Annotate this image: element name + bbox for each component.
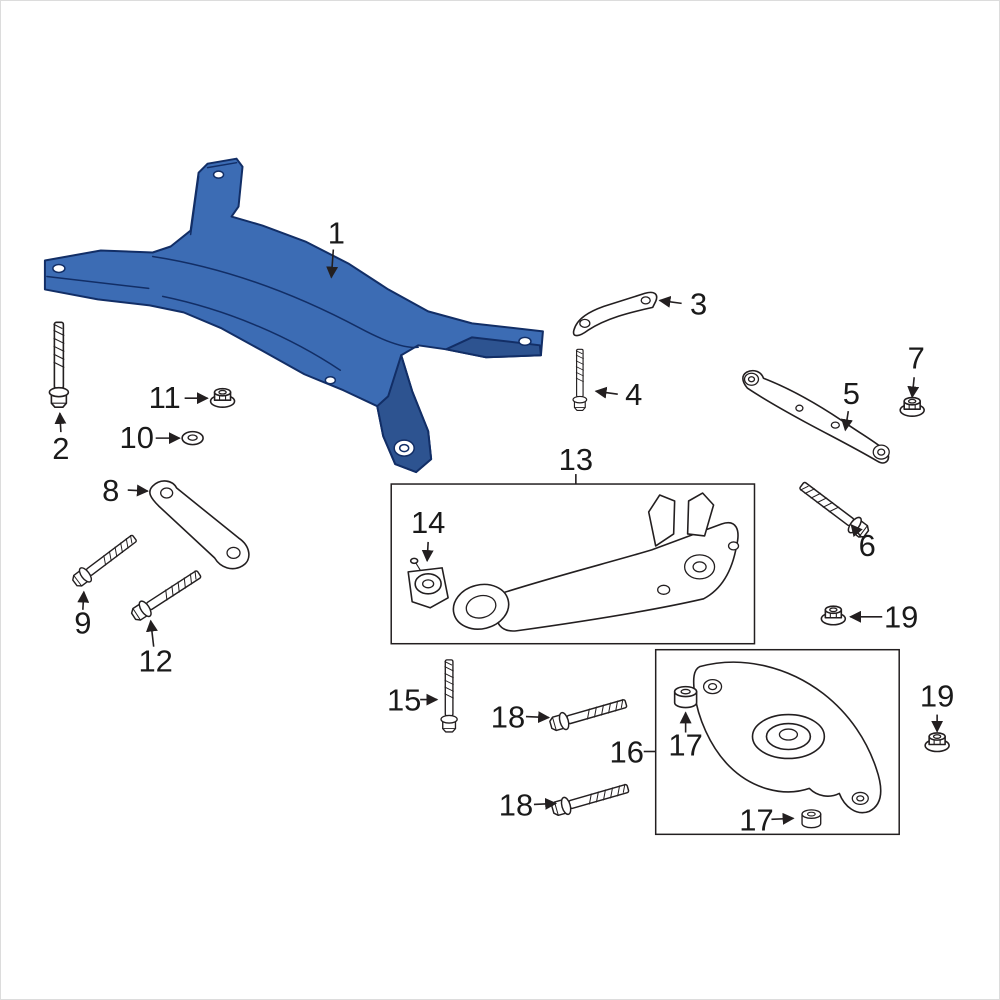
callout-12: 12 [138,644,172,679]
nut-7 [899,396,925,417]
callout-3: 3 [690,286,707,321]
nut-11 [209,387,236,408]
callout-9: 9 [74,606,91,641]
leader-18-lower [533,797,558,810]
bolt-18-lower [549,779,632,819]
bolt-18-upper [547,694,630,734]
callout-18-upper: 18 [491,700,525,735]
bushing-14 [407,557,449,609]
subframe-bracket-fold [189,161,238,236]
link-arm-8 [149,480,250,570]
bolt-15 [440,659,458,733]
strap-3 [572,291,658,337]
subframe-top-rail-line [151,255,419,349]
leader-18-upper [525,711,551,724]
subframe-hole-center [324,375,337,385]
bolt-2 [48,321,70,408]
callout-11: 11 [149,380,181,415]
subframe-hole-left [52,263,66,274]
callout-labels: 1 2 3 4 5 6 7 8 9 10 11 12 13 14 15 16 1… [52,216,954,838]
leader-7 [907,377,920,399]
leader-2 [54,411,67,433]
leader-14 [421,541,434,563]
nut-19-right [820,605,847,626]
callout-19-right: 19 [884,600,918,635]
callout-5: 5 [843,376,860,411]
leader-12 [145,619,158,647]
callout-19-bottom: 19 [920,679,954,714]
leader-lines [54,249,944,825]
callout-10: 10 [120,420,154,455]
bolt-4 [572,348,588,411]
callout-17-bottom: 17 [739,802,773,837]
leader-1 [326,249,339,279]
subframe-hole-right [518,336,532,347]
callout-14: 14 [411,505,445,540]
leader-3 [658,295,682,308]
detail-box-16 [654,648,900,836]
callout-18-lower: 18 [499,787,533,822]
bushing-17-bottom [801,809,822,829]
detail-box-13 [390,483,756,645]
callout-8: 8 [102,473,119,508]
subframe-crossmember [43,157,544,474]
leader-9 [77,590,90,610]
lower-control-arm [692,661,882,814]
callout-13: 13 [559,442,593,477]
bolt-12 [128,565,205,625]
leader-4 [594,386,618,399]
washer-10 [181,430,204,446]
lateral-arm-5 [742,369,890,464]
subframe-wing-crease [46,275,150,290]
bushing-17-top [673,685,698,709]
bolt-9 [69,530,141,591]
callout-6: 6 [859,528,876,563]
callout-15: 15 [387,683,421,718]
subframe-hole-bracket [212,170,225,179]
subframe-leg-shading [376,354,433,474]
leader-8 [127,484,149,497]
callout-1: 1 [328,216,345,251]
callout-16: 16 [610,734,644,769]
leader-6 [850,524,863,538]
callout-4: 4 [625,377,642,412]
leader-17-bottom [771,812,795,825]
callout-7: 7 [908,340,925,375]
nut-19-bottom [924,732,950,753]
subframe-bushing-eye-inner [398,443,410,453]
subframe-rib-line [161,295,342,372]
callout-2: 2 [52,431,69,466]
callout-17-top: 17 [668,727,702,762]
leader-5 [841,411,853,432]
trailing-arm [452,492,740,632]
